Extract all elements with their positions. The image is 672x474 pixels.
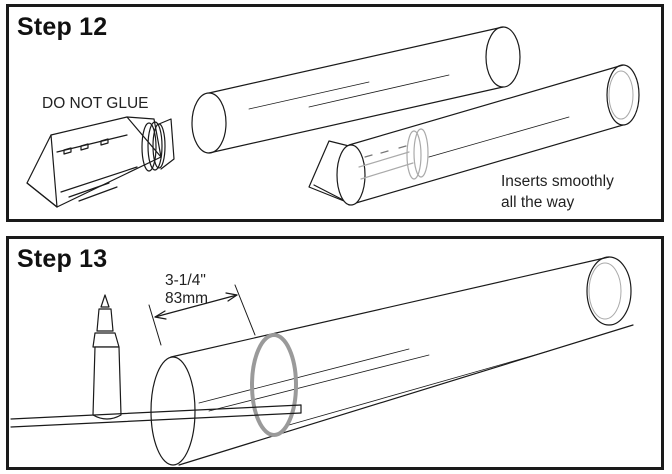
straight-edge: [10, 404, 302, 428]
step-12-title: Step 12: [17, 13, 108, 41]
body-tube-large: [150, 256, 634, 466]
do-not-glue-label: DO NOT GLUE: [42, 95, 149, 112]
inserts-line-2: all the way: [501, 194, 575, 211]
inserts-smoothly-label: Inserts smoothly all the way: [501, 171, 614, 213]
step-13-illustration: [10, 256, 634, 466]
step-12-panel: Step 12 DO NOT GLUE Inserts smoothly all…: [6, 4, 664, 222]
dimension-arrow: [148, 284, 256, 346]
body-tube-upper: [191, 26, 521, 154]
marked-ring: [250, 333, 298, 437]
inserts-line-1: Inserts smoothly: [501, 173, 614, 190]
body-tube-inserted: [308, 64, 640, 206]
measurement-mm: 83mm: [165, 290, 209, 307]
marker-pen-icon: [92, 294, 122, 420]
measurement-inches: 3-1/4": [165, 272, 206, 289]
step-13-panel: Step 13 3-1/4" 83mm: [6, 236, 664, 470]
measurement-label: 3-1/4" 83mm: [165, 272, 208, 308]
step-12-illustration: [26, 26, 640, 208]
motor-mount-assembly: [26, 116, 175, 208]
step-13-title: Step 13: [17, 245, 108, 273]
